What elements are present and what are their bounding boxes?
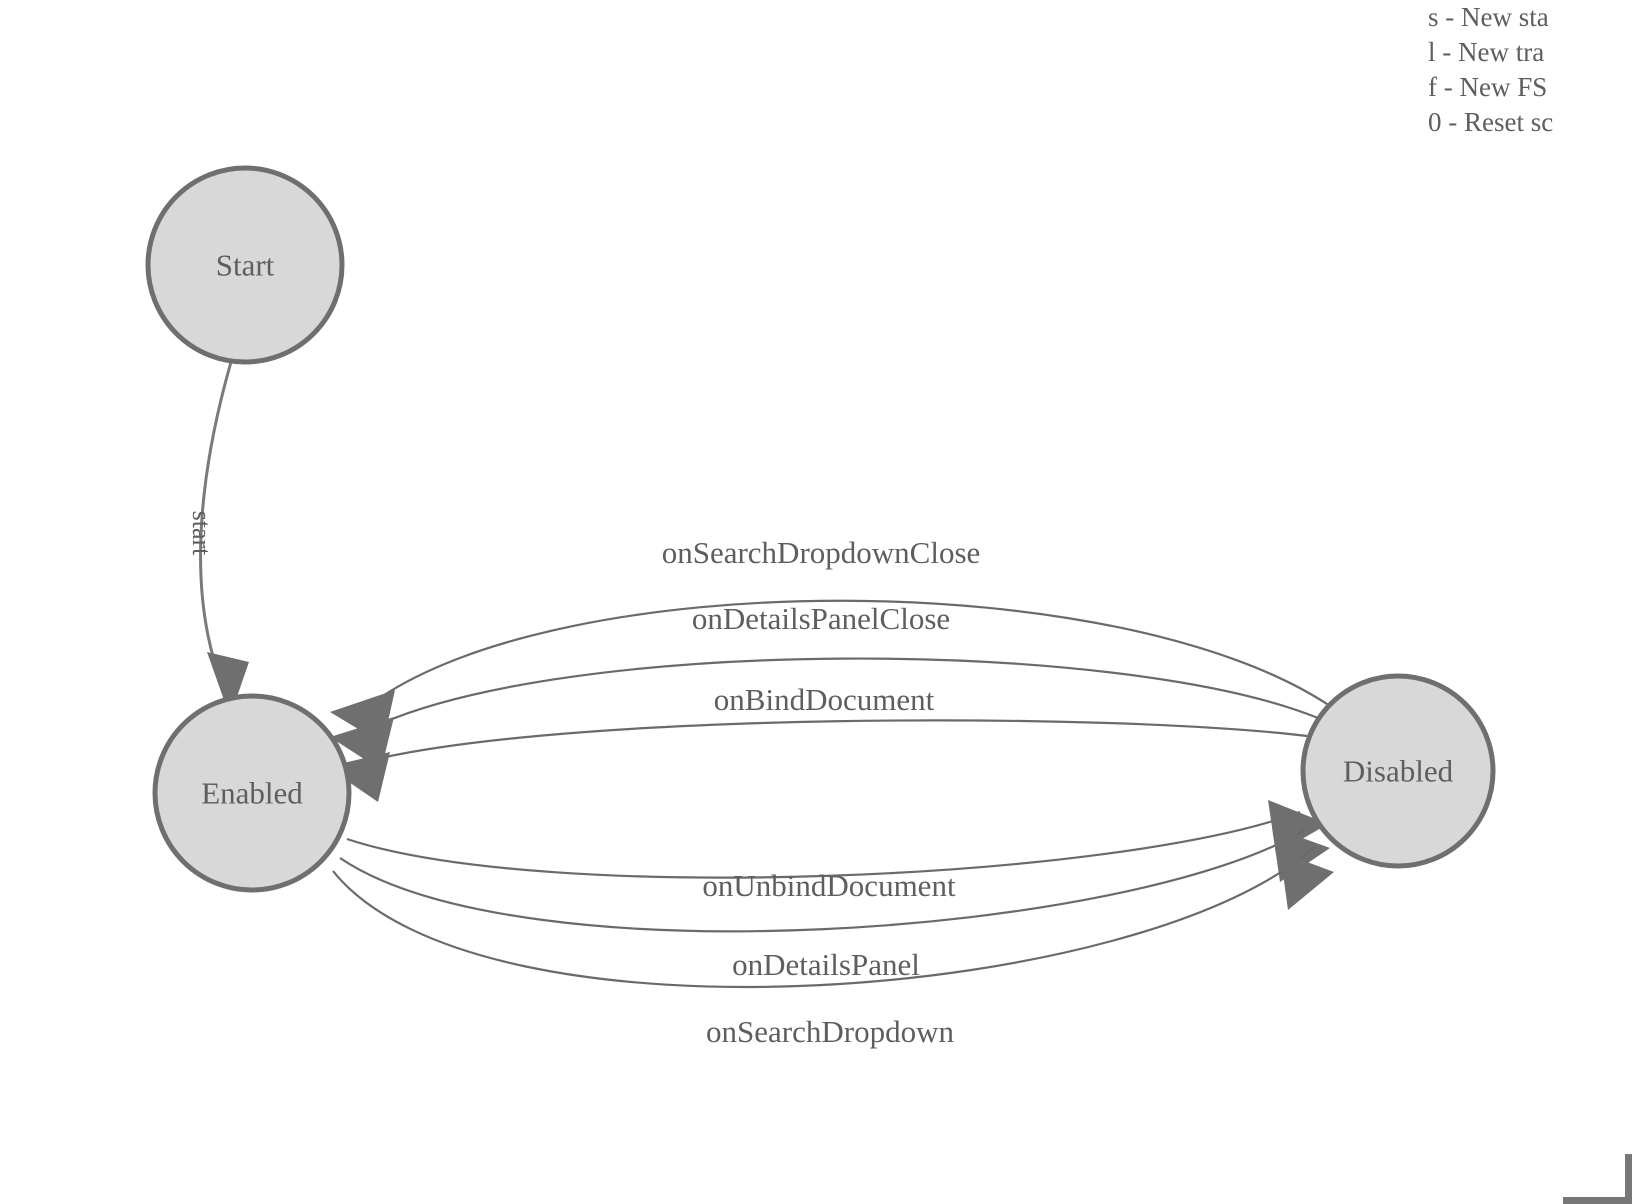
state-node-disabled-label: Disabled — [1343, 754, 1454, 789]
transition-details-panel-close-label: onDetailsPanelClose — [692, 601, 950, 636]
transition-details-panel[interactable]: onDetailsPanel — [339, 827, 1330, 982]
transition-start-path — [199, 361, 233, 661]
legend-item-new-transition: l - New tra — [1428, 37, 1545, 67]
transition-search-dropdown[interactable]: onSearchDropdown — [332, 845, 1334, 1049]
legend-item-new-fsm: f - New FS — [1428, 72, 1548, 102]
transition-search-dropdown-arrowhead — [1280, 852, 1334, 910]
transition-details-panel-path — [339, 829, 1306, 933]
transition-start[interactable]: start — [187, 361, 249, 717]
state-node-disabled[interactable]: Disabled — [1300, 673, 1496, 869]
state-node-start-label: Start — [216, 248, 275, 283]
transition-unbind-document-label: onUnbindDocument — [702, 868, 956, 903]
legend-item-new-state: s - New sta — [1428, 2, 1549, 32]
transition-search-dropdown-label: onSearchDropdown — [706, 1014, 954, 1049]
transition-search-dropdown-close-label: onSearchDropdownClose — [662, 535, 981, 570]
transition-search-dropdown-close-path — [370, 599, 1331, 707]
state-node-enabled[interactable]: Enabled — [152, 693, 352, 893]
transition-start-arrowhead — [207, 652, 249, 717]
transition-start-label: start — [187, 511, 216, 557]
state-node-enabled-label: Enabled — [201, 776, 303, 811]
state-node-start-circle — [145, 165, 345, 365]
transition-bind-document[interactable]: onBindDocument — [327, 682, 1308, 802]
transition-details-panel-close-path — [368, 657, 1319, 730]
transition-search-dropdown-close[interactable]: onSearchDropdownClose — [330, 535, 1331, 744]
transition-search-dropdown-path — [332, 845, 1316, 989]
transition-details-panel-label: onDetailsPanel — [732, 947, 920, 982]
state-node-start[interactable]: Start — [145, 165, 345, 365]
transition-bind-document-path — [363, 719, 1308, 764]
horizontal-scrollbar-thumb[interactable] — [1563, 1197, 1625, 1204]
transition-unbind-document-path — [346, 810, 1301, 879]
state-node-disabled-circle — [1300, 673, 1496, 869]
vertical-scrollbar-thumb[interactable] — [1625, 1154, 1632, 1204]
transition-unbind-document[interactable]: onUnbindDocument — [346, 800, 1328, 903]
keyboard-shortcut-legend: s - New sta l - New tra f - New FS 0 - R… — [1428, 0, 1632, 140]
transition-bind-document-label: onBindDocument — [714, 682, 935, 717]
legend-item-reset: 0 - Reset sc — [1428, 107, 1554, 137]
state-node-enabled-circle — [152, 693, 352, 893]
